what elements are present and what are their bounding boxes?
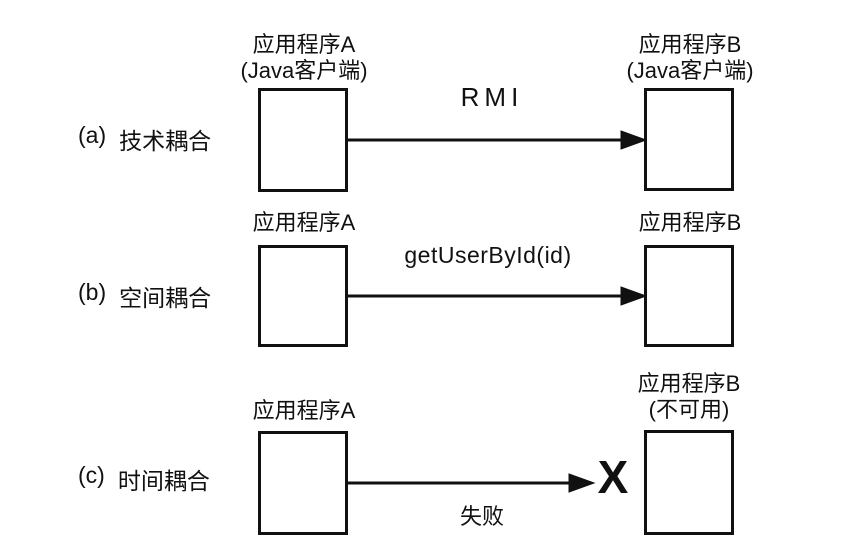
row-c-box-b-title: 应用程序B (637, 371, 741, 396)
row-a-label: (a) 技术耦合 (78, 122, 211, 156)
row-c-box-b (644, 430, 734, 535)
row-a-arrow-label: RMI (460, 82, 524, 112)
row-a-prefix: (a) (78, 122, 107, 148)
arrow-b-head-icon (620, 286, 648, 306)
row-c-box-a-title: 应用程序A (252, 398, 356, 423)
row-a-box-b-title: 应用程序B (638, 32, 742, 57)
row-c-box-b-subtitle: (不可用) (648, 397, 730, 422)
row-b-box-a-title: 应用程序A (252, 210, 356, 235)
row-a-box-b-subtitle: (Java客户端) (626, 58, 754, 83)
row-c-failure-x-mark: X (597, 451, 629, 503)
row-b-prefix: (b) (78, 279, 107, 305)
row-c-label: (c) 时间耦合 (78, 462, 210, 496)
row-c-arrow-label: 失败 (459, 504, 504, 529)
row-b-box-a (258, 245, 348, 347)
row-c-text: 时间耦合 (117, 468, 210, 494)
row-b-label: (b) 空间耦合 (78, 279, 211, 313)
row-c-box-a (258, 431, 348, 535)
row-b-box-b (644, 245, 734, 347)
row-a-box-b (644, 88, 734, 191)
row-a-box-a-subtitle: (Java客户端) (240, 58, 368, 83)
row-a-text: 技术耦合 (119, 128, 212, 154)
row-c-prefix: (c) (78, 462, 105, 488)
row-b-box-b-title: 应用程序B (638, 210, 742, 235)
row-a-box-a (258, 88, 348, 192)
arrow-c-head-icon (568, 473, 596, 493)
row-b-arrow-label: getUserById(id) (404, 242, 572, 268)
row-b-text: 空间耦合 (119, 285, 212, 311)
row-a-box-a-title: 应用程序A (252, 32, 356, 57)
arrow-a-head-icon (620, 130, 648, 150)
